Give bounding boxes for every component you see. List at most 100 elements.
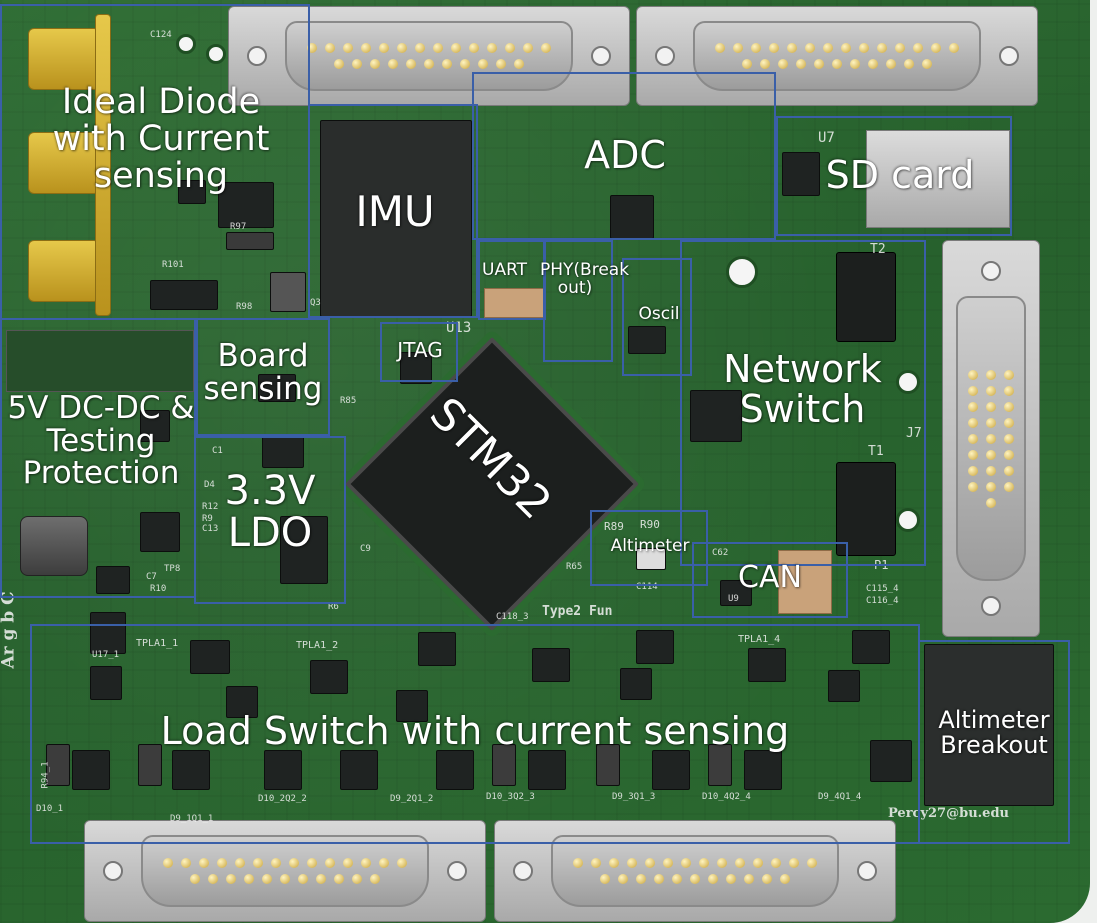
diode-4 (596, 744, 620, 786)
region-ldo (194, 436, 346, 604)
load-switch-chip-12 (828, 670, 860, 702)
jtag-chip (400, 352, 432, 384)
label-phy-breakout: PHY(Break out) (540, 260, 630, 298)
silk-d10-4: D10_4Q2_4 (702, 792, 751, 802)
region-uart (478, 240, 546, 320)
silk-r65: R65 (566, 562, 583, 572)
silk-tplai-2: TPLA1_2 (296, 640, 339, 651)
silk-r12: R12 (202, 502, 219, 512)
silk-r101: R101 (162, 260, 184, 270)
db-connector-top-left (228, 6, 630, 106)
power-mosfet-7 (652, 750, 690, 790)
power-mosfet-2 (172, 750, 210, 790)
mosfet-3 (150, 280, 218, 310)
label-can: CAN (738, 560, 802, 595)
db-connector-top-right (636, 6, 1038, 106)
silk-c118-3: C118_3 (496, 612, 529, 622)
silk-r85: R85 (340, 396, 357, 406)
silk-t1: T1 (868, 444, 884, 459)
db-connector-bottom-right (494, 820, 896, 922)
region-adc (472, 72, 776, 240)
board-sense-chip (258, 374, 296, 402)
dcdc-chip (140, 512, 180, 552)
region-can (692, 542, 848, 618)
region-phy (543, 240, 613, 362)
load-switch-chip-2 (310, 660, 348, 694)
power-mosfet-3 (264, 750, 302, 790)
silk-c124: C124 (150, 30, 172, 40)
altimeter-breakout-board (924, 644, 1054, 806)
silk-u17-1: U17_1 (92, 650, 120, 660)
silk-brand: Ar g b C (0, 591, 19, 669)
silk-d9-2: D9_2Q1_2 (390, 794, 434, 804)
can-transceiver (720, 580, 752, 606)
diode-3 (492, 744, 516, 786)
silk-d10-2: D10_2Q2_2 (258, 794, 307, 804)
silk-d9-1: D9_1Q1_1 (170, 814, 214, 824)
silk-q3: Q3 (310, 298, 321, 308)
silk-u13: U13 (446, 320, 472, 336)
load-switch-chip-3 (418, 632, 456, 666)
uart-connector (484, 288, 544, 318)
silk-u9: U9 (728, 594, 739, 604)
silk-r10: R10 (150, 584, 167, 594)
label-imu: IMU (355, 187, 435, 236)
dcdc-chip-2 (140, 410, 170, 442)
label-uart: UART (482, 260, 528, 280)
diode-5 (708, 744, 732, 786)
mount-hole-1 (726, 256, 758, 288)
label-ideal-diode: Ideal Diode with Current sensing (52, 82, 270, 196)
silk-tplai-4: TPLA1_4 (738, 634, 781, 645)
power-connector-pins (95, 14, 111, 316)
silk-c7: C7 (146, 572, 157, 582)
mount-hole-3 (896, 508, 920, 532)
silk-tplai-1: TPLA1_1 (136, 638, 179, 649)
region-jtag (380, 322, 458, 382)
silk-c114: C114 (636, 582, 658, 592)
silk-u7: U7 (818, 130, 835, 146)
power-mosfet-1 (72, 750, 110, 790)
silk-r6: R6 (328, 602, 339, 612)
load-switch-chip-10 (396, 690, 428, 722)
silk-r89: R89 (604, 520, 624, 533)
load-switch-chip-1 (190, 640, 230, 674)
diode-2 (138, 744, 162, 786)
power-mosfet-8 (744, 750, 782, 790)
silk-t2: T2 (870, 242, 886, 257)
load-switch-chip-0 (90, 612, 126, 654)
silk-c9: C9 (360, 544, 371, 554)
silk-c62: C62 (712, 548, 729, 558)
load-switch-chip-4 (532, 648, 570, 682)
label-dcdc: 5V DC-DC & Testing Protection (7, 390, 195, 492)
sense-resistor (226, 232, 274, 250)
label-load-switch: Load Switch with current sensing (160, 709, 790, 753)
silk-tp8: TP8 (164, 564, 181, 574)
silk-r97: R97 (230, 222, 247, 232)
dcdc-connector (6, 330, 194, 392)
label-adc: ADC (584, 133, 666, 177)
label-ldo: 3.3V LDO (224, 468, 316, 556)
silk-d10-1: D10_1 (36, 804, 64, 814)
load-switch-chip-6 (748, 648, 786, 682)
silk-j7: J7 (906, 426, 922, 441)
dcdc-mosfet (96, 566, 130, 594)
sd-card-slot (866, 130, 1010, 228)
silk-c115-4: C115_4 (866, 584, 899, 594)
mount-hole-4 (176, 34, 196, 54)
silk-type2fun: Type2 Fun (542, 604, 613, 619)
mount-hole-5 (206, 44, 226, 64)
db-connector-bottom-left (84, 820, 486, 922)
load-switch-chip-5 (636, 630, 674, 664)
label-jtag: JTAG (397, 338, 443, 362)
region-oscil (622, 258, 692, 376)
power-mosfet-4 (340, 750, 378, 790)
label-network-switch: Network Switch (723, 347, 882, 431)
region-imu (308, 104, 478, 318)
silk-c116-4: C116_4 (866, 596, 899, 606)
power-mosfet-6 (528, 750, 566, 790)
load-switch-chip-11 (620, 668, 652, 700)
load-switch-chip-8 (90, 666, 122, 700)
silk-d4: D4 (204, 480, 215, 490)
label-sd-card: SD card (825, 153, 975, 197)
region-sd-card (776, 116, 1012, 236)
